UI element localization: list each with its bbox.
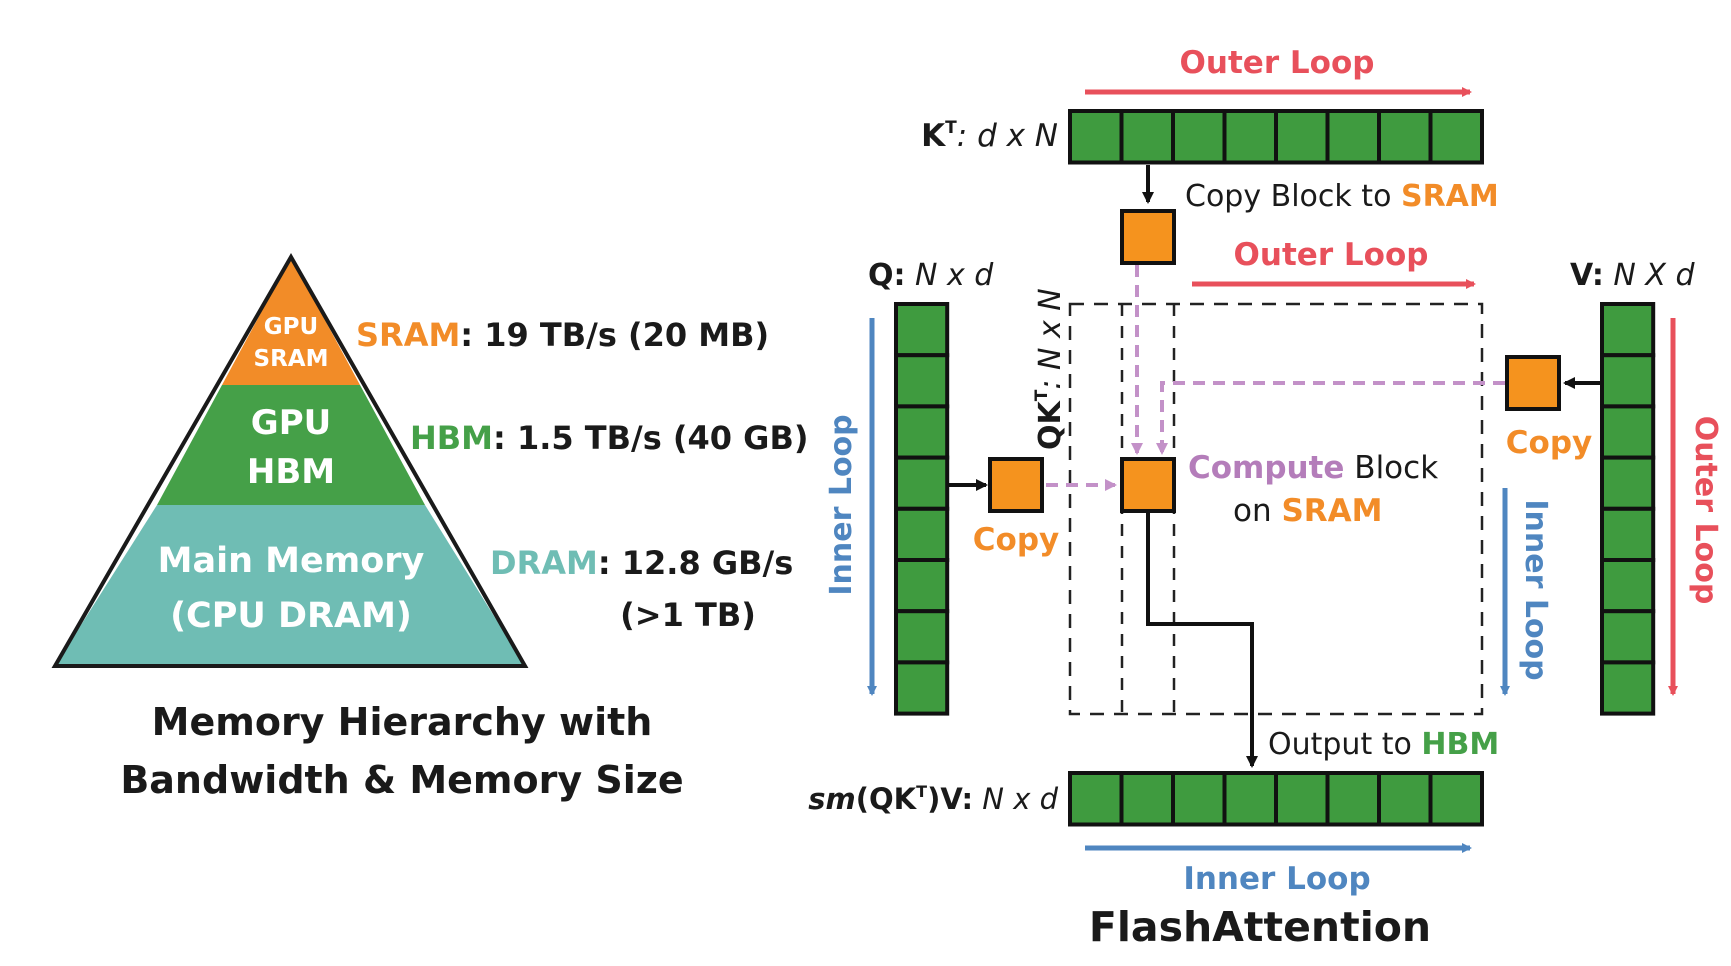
output-block — [1428, 771, 1484, 827]
outer-loop-right-label: Outer Loop — [1688, 416, 1723, 605]
v-matrix-column — [1600, 302, 1656, 716]
compute-block — [1120, 457, 1176, 513]
q-block — [894, 404, 950, 460]
q-block — [894, 353, 950, 409]
v-label: V: N X d — [1570, 258, 1695, 293]
dram-name: DRAM — [490, 544, 598, 582]
v-block — [1600, 353, 1656, 409]
kt-block — [1222, 109, 1278, 165]
output-matrix-row — [1068, 771, 1484, 827]
inner-loop-left-label: Inner Loop — [824, 414, 859, 595]
hbm-spec-value: : 1.5 TB/s (40 GB) — [493, 419, 808, 457]
v-block — [1600, 660, 1656, 716]
sram-name: SRAM — [356, 316, 460, 354]
output-matrix-label: sm(QKT)V: N x d — [808, 782, 1058, 816]
output-block — [1171, 771, 1227, 827]
q-label: Q: N x d — [868, 258, 994, 293]
kt-matrix-row — [1068, 109, 1484, 165]
output-label: Output to HBM — [1268, 727, 1499, 762]
kt-block — [1325, 109, 1381, 165]
flashattention-diagram: Outer Loop KT: d x N Copy Block to SRAM … — [808, 45, 1723, 951]
sram-spec-value: : 19 TB/s (20 MB) — [460, 316, 769, 354]
v-block — [1600, 506, 1656, 562]
sram-spec: SRAM: 19 TB/s (20 MB) — [356, 316, 769, 354]
dram-spec: DRAM: 12.8 GB/s — [490, 544, 793, 582]
kt-block — [1377, 109, 1433, 165]
pyramid-dram-tier — [55, 505, 525, 666]
q-block — [894, 506, 950, 562]
inner-loop-bottom-label: Inner Loop — [1183, 861, 1370, 897]
pyramid-sram-tier — [222, 257, 360, 385]
copy-right-label: Copy — [1506, 425, 1592, 461]
q-block — [894, 302, 950, 358]
kt-label: KT: d x N — [921, 118, 1058, 154]
pyramid-dram-label-2: (CPU DRAM) — [170, 596, 412, 636]
kt-block — [1274, 109, 1330, 165]
kt-copied-block — [1120, 209, 1176, 265]
dram-spec-value: : 12.8 GB/s — [598, 544, 793, 582]
v-block — [1600, 558, 1656, 614]
q-block — [894, 558, 950, 614]
pyramid-sram-label-1: GPU — [264, 314, 318, 340]
pyramid-caption-2: Bandwidth & Memory Size — [120, 758, 683, 802]
copy-block-label: Copy Block to SRAM — [1185, 179, 1499, 214]
dram-size: (>1 TB) — [620, 596, 756, 634]
v-block — [1600, 455, 1656, 511]
hbm-spec: HBM: 1.5 TB/s (40 GB) — [410, 419, 808, 457]
v-block — [1600, 609, 1656, 665]
output-block — [1377, 771, 1433, 827]
compute-on-sram-label: on SRAM — [1233, 493, 1383, 529]
pyramid-dram-label-1: Main Memory — [158, 541, 425, 581]
output-block — [1119, 771, 1175, 827]
q-block — [894, 609, 950, 665]
output-block — [1222, 771, 1278, 827]
v-block — [1600, 302, 1656, 358]
pyramid-sram-label-2: SRAM — [254, 346, 329, 372]
compute-block-label: Compute Block — [1188, 450, 1438, 486]
output-block — [1068, 771, 1124, 827]
q-block — [894, 660, 950, 716]
v-to-compute-flow — [1156, 381, 1505, 455]
q-block — [894, 455, 950, 511]
outer-loop-top-label: Outer Loop — [1180, 45, 1375, 81]
output-arrow — [1146, 513, 1258, 768]
q-copied-block — [988, 457, 1044, 513]
flashattention-title: FlashAttention — [1089, 903, 1431, 951]
hbm-name: HBM — [410, 419, 493, 457]
output-block — [1325, 771, 1381, 827]
pyramid-hbm-label-2: HBM — [247, 452, 335, 492]
kt-block — [1119, 109, 1175, 165]
kt-block — [1171, 109, 1227, 165]
kt-block — [1068, 109, 1124, 165]
pyramid-hbm-label-1: GPU — [251, 403, 331, 443]
pyramid-hbm-tier — [157, 385, 425, 505]
copy-left-label: Copy — [973, 522, 1059, 558]
q-matrix-column — [894, 302, 950, 716]
inner-loop-right-label: Inner Loop — [1518, 499, 1553, 680]
kt-block — [1428, 109, 1484, 165]
pyramid-caption-1: Memory Hierarchy with — [152, 700, 653, 744]
qkt-label: QKT: N x N — [1032, 288, 1068, 450]
outer-loop-mid-label: Outer Loop — [1234, 237, 1429, 273]
output-block — [1274, 771, 1330, 827]
v-block — [1600, 404, 1656, 460]
memory-pyramid: GPU SRAM GPU HBM Main Memory (CPU DRAM) … — [51, 252, 808, 802]
qkt-region — [1068, 302, 1484, 716]
v-copied-block — [1505, 355, 1561, 411]
